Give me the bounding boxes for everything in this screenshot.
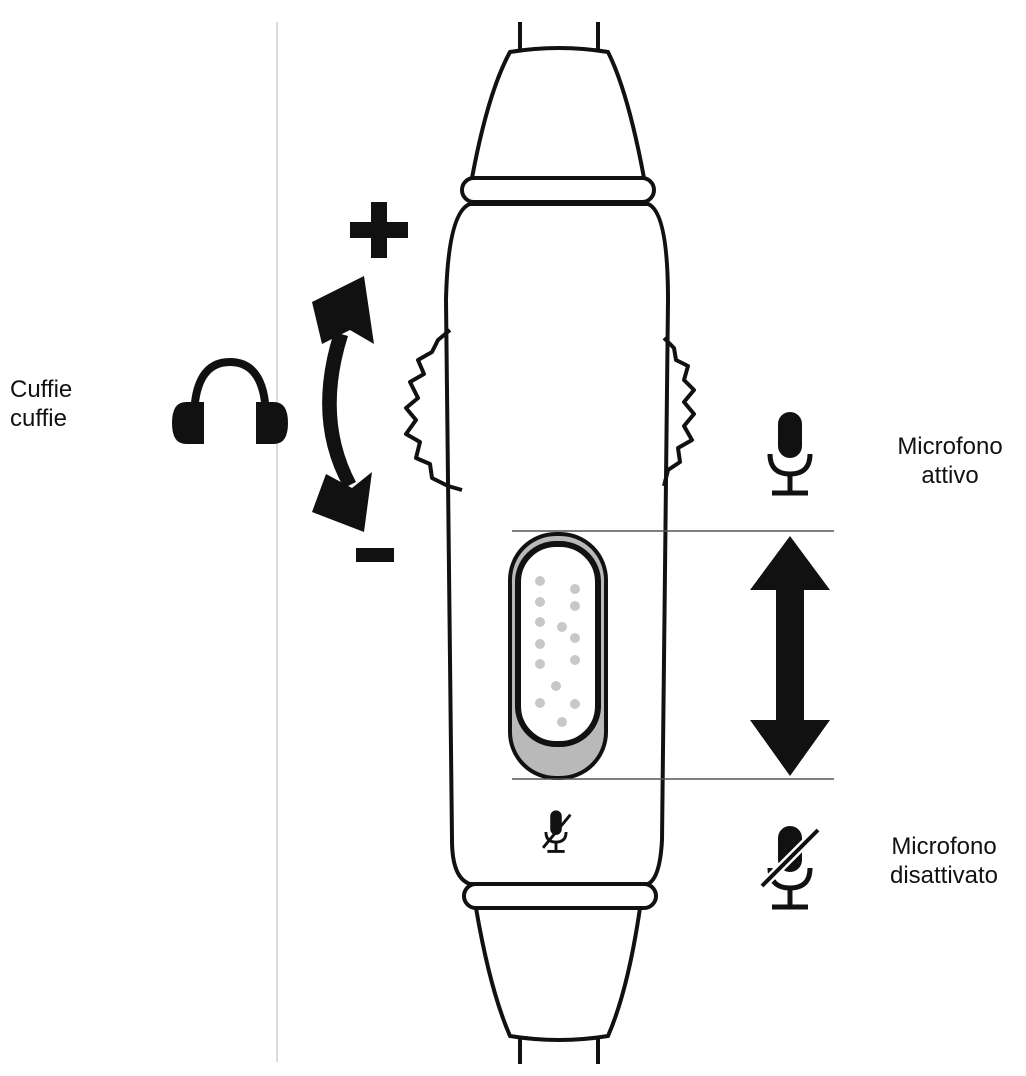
mic-on-label: Microfono attivo	[878, 432, 1022, 490]
mic-off-label: Microfono disattivato	[866, 832, 1022, 890]
mic-on-label-line2: attivo	[921, 462, 979, 489]
plus-icon	[350, 202, 408, 258]
mic-on-label-line1: Microfono	[897, 433, 1003, 460]
microphone-muted-icon	[541, 810, 572, 853]
vertical-double-arrow-icon	[750, 536, 830, 776]
curved-double-arrow-icon	[312, 276, 374, 532]
top-ring	[460, 176, 656, 204]
microphone-muted-large-icon	[758, 826, 822, 910]
cable-bottom	[518, 1036, 600, 1064]
headphones-label-line1: Cuffie	[10, 376, 73, 403]
headphones-label: Cuffie cuffie	[10, 375, 72, 433]
top-strain-relief	[469, 46, 647, 180]
minus-icon	[356, 548, 394, 562]
mute-slider-switch[interactable]	[508, 532, 608, 780]
microphone-icon	[767, 412, 813, 496]
switch-grip-dots	[535, 576, 580, 727]
volume-wheel-right[interactable]	[662, 336, 696, 487]
headphones-label-line2: cuffie	[10, 405, 67, 432]
volume-wheel-left[interactable]	[404, 328, 463, 492]
headphones-icon	[172, 357, 288, 444]
bottom-ring	[462, 882, 658, 910]
mic-off-label-line2: disattivato	[889, 862, 999, 889]
mic-off-label-line1: Microfono	[891, 833, 997, 860]
bottom-strain-relief	[473, 906, 643, 1042]
